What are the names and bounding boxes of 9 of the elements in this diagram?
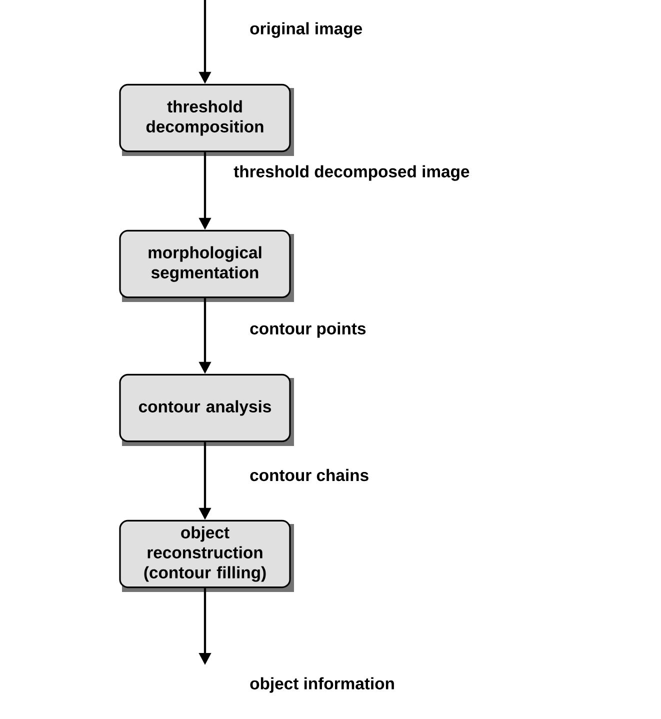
edge-label: threshold decomposed image xyxy=(234,165,470,181)
process-box: morphological segmentation xyxy=(119,230,291,298)
edge-label: contour chains xyxy=(250,468,368,482)
edge-label: object information xyxy=(250,677,394,693)
process-box: object reconstruction (contour filling) xyxy=(119,520,291,588)
edge-label: original image xyxy=(250,22,362,38)
process-box: contour analysis xyxy=(119,374,291,442)
process-box: threshold decomposition xyxy=(119,84,291,152)
edge-label: contour points xyxy=(250,322,366,338)
